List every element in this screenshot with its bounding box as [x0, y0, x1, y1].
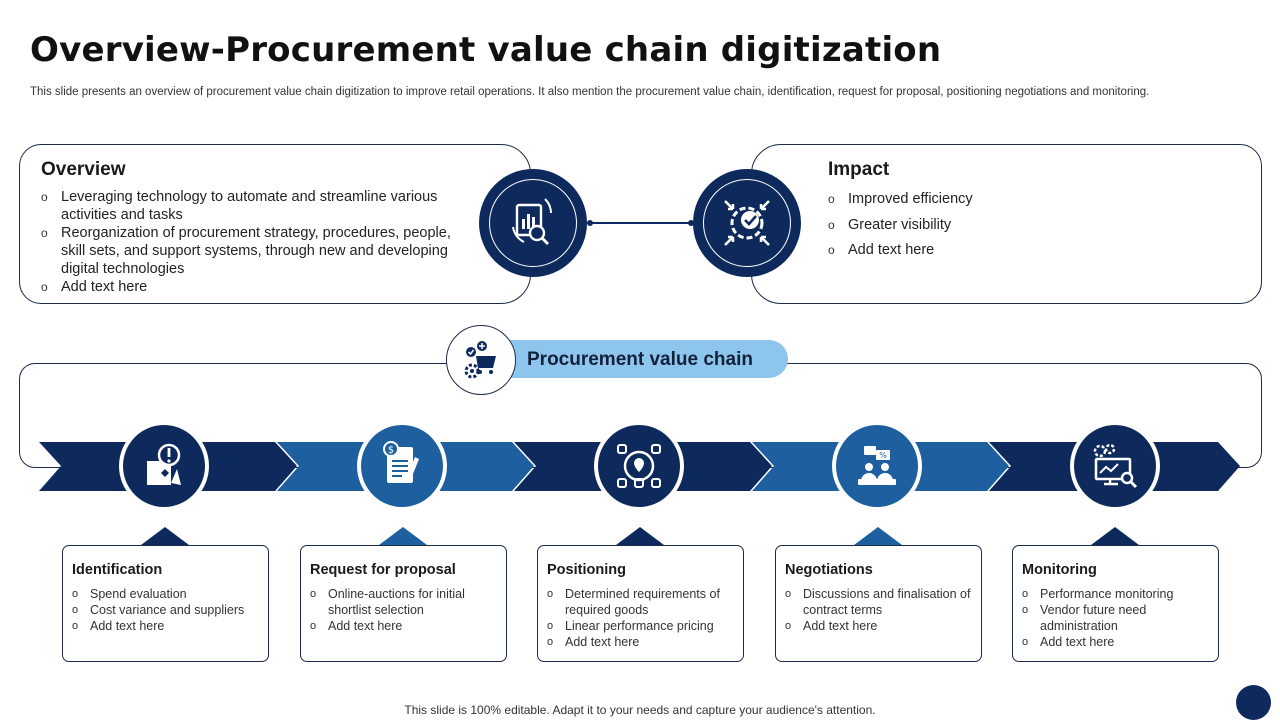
overview-item: Add text here	[41, 278, 461, 296]
impact-panel: Impact Improved efficiency Greater visib…	[751, 144, 1262, 304]
monitor-analytics-icon	[1093, 443, 1138, 489]
stage-item: Add text here	[547, 634, 735, 650]
network-location-icon	[617, 444, 661, 488]
stage-item: Linear performance pricing	[547, 618, 735, 634]
stage-item: Add text here	[310, 618, 498, 634]
card-pointer	[379, 527, 427, 545]
stage-title: Negotiations	[785, 562, 873, 578]
meeting-percent-icon: %	[858, 446, 896, 485]
impact-icon-circle	[693, 169, 801, 277]
stage-card-positioning: Positioning Determined requirements of r…	[537, 545, 744, 662]
stage-item: Vendor future need administration	[1022, 602, 1210, 634]
svg-text:$: $	[388, 445, 394, 456]
value-chain-icon-circle	[446, 325, 516, 395]
overview-icon-circle	[479, 169, 587, 277]
page-subtitle: This slide presents an overview of procu…	[30, 86, 1150, 98]
connector-dot	[587, 220, 593, 226]
stage-card-monitoring: Monitoring Performance monitoring Vendor…	[1012, 545, 1219, 662]
corner-decoration-dot	[1236, 685, 1271, 720]
stage-circle-negotiations: %	[832, 421, 922, 511]
stage-title: Identification	[72, 562, 163, 578]
card-pointer	[616, 527, 664, 545]
stage-list: Spend evaluation Cost variance and suppl…	[72, 586, 260, 634]
report-analysis-icon	[512, 198, 552, 246]
stage-card-negotiations: Negotiations Discussions and finalisatio…	[775, 545, 982, 662]
page-title: Overview-Procurement value chain digitiz…	[30, 30, 942, 70]
connector-dot	[688, 220, 694, 226]
stage-title: Monitoring	[1022, 562, 1097, 578]
stage-list: Discussions and finalisation of contract…	[785, 586, 973, 634]
card-pointer	[1091, 527, 1139, 545]
overview-panel: Overview Leveraging technology to automa…	[19, 144, 531, 304]
stage-item: Add text here	[72, 618, 260, 634]
stage-list: Determined requirements of required good…	[547, 586, 735, 650]
invoice-document-icon: $	[383, 441, 419, 483]
settings-check-icon	[724, 200, 770, 246]
impact-item: Improved efficiency	[828, 187, 1128, 213]
card-pointer	[141, 527, 189, 545]
value-chain-label-pill: Procurement value chain	[486, 340, 788, 378]
stage-item: Online-auctions for initial shortlist se…	[310, 586, 498, 618]
impact-item: Add text here	[828, 238, 1128, 264]
impact-heading: Impact	[828, 159, 890, 180]
stage-item: Determined requirements of required good…	[547, 586, 735, 618]
puzzle-alert-icon	[147, 443, 181, 485]
overview-item: Reorganization of procurement strategy, …	[41, 224, 461, 278]
overview-impact-connector	[591, 222, 691, 224]
footer-note: This slide is 100% editable. Adapt it to…	[404, 703, 876, 717]
stage-circle-identification	[119, 421, 209, 511]
stage-card-request-for-proposal: Request for proposal Online-auctions for…	[300, 545, 507, 662]
overview-list: Leveraging technology to automate and st…	[41, 188, 461, 296]
stage-item: Performance monitoring	[1022, 586, 1210, 602]
stage-item: Cost variance and suppliers	[72, 602, 260, 618]
impact-list: Improved efficiency Greater visibility A…	[828, 187, 1128, 264]
card-pointer	[854, 527, 902, 545]
stage-item: Add text here	[1022, 634, 1210, 650]
stage-card-identification: Identification Spend evaluation Cost var…	[62, 545, 269, 662]
stage-item: Add text here	[785, 618, 973, 634]
value-chain-label: Procurement value chain	[527, 349, 753, 370]
shopping-cart-gear-icon	[464, 341, 496, 379]
stage-circle-positioning	[594, 421, 684, 511]
stage-list: Online-auctions for initial shortlist se…	[310, 586, 498, 634]
svg-text:%: %	[879, 451, 887, 460]
stage-circle-monitoring	[1070, 421, 1160, 511]
stage-title: Positioning	[547, 562, 626, 578]
stage-circle-request-for-proposal: $	[357, 421, 447, 511]
stage-list: Performance monitoring Vendor future nee…	[1022, 586, 1210, 650]
stage-item: Spend evaluation	[72, 586, 260, 602]
stage-item: Discussions and finalisation of contract…	[785, 586, 973, 618]
overview-item: Leveraging technology to automate and st…	[41, 188, 461, 224]
stage-title: Request for proposal	[310, 562, 456, 578]
overview-heading: Overview	[41, 159, 126, 180]
impact-item: Greater visibility	[828, 213, 1128, 239]
